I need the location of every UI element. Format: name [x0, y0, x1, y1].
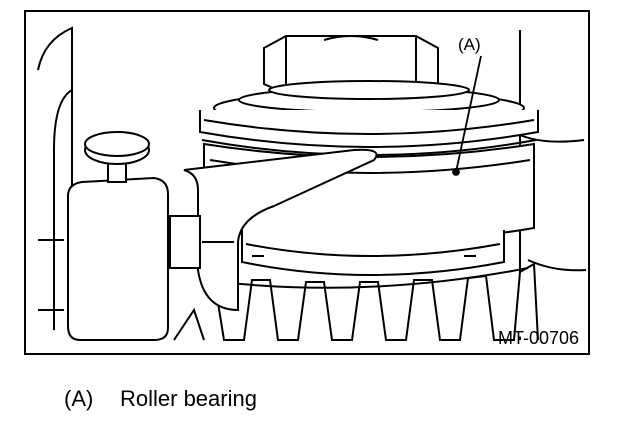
callout-leader [452, 55, 482, 176]
diagram-svg: (A) MT-00706 [24, 10, 590, 355]
callout-label-a: (A) [458, 35, 481, 54]
bearing-rings [199, 80, 539, 156]
gear-teeth [173, 262, 539, 341]
diagram-figure: (A) MT-00706 [24, 10, 590, 355]
figure-code: MT-00706 [498, 328, 579, 348]
lower-race [241, 230, 505, 276]
legend-text: Roller bearing [120, 386, 257, 411]
legend-key: (A) [64, 386, 94, 411]
legend: (A) Roller bearing [64, 386, 257, 412]
dial-gauge [67, 131, 201, 341]
gauge-arm [183, 148, 378, 312]
